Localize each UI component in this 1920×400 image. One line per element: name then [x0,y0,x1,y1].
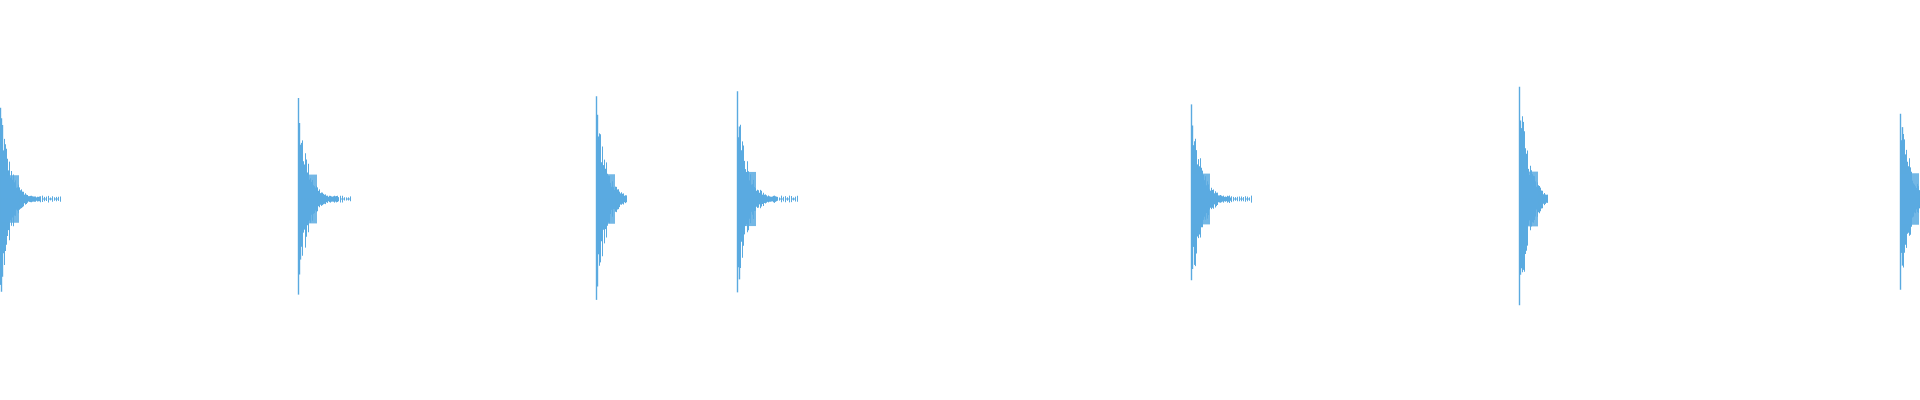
waveform-transient [0,107,61,292]
waveform-transient [1518,86,1548,306]
waveform-transient [297,98,351,295]
waveform-track [0,86,1920,306]
waveform-transient [1899,113,1920,290]
waveform-transient [595,96,627,300]
waveform-transient [736,91,798,293]
waveform-transient [1190,104,1252,281]
